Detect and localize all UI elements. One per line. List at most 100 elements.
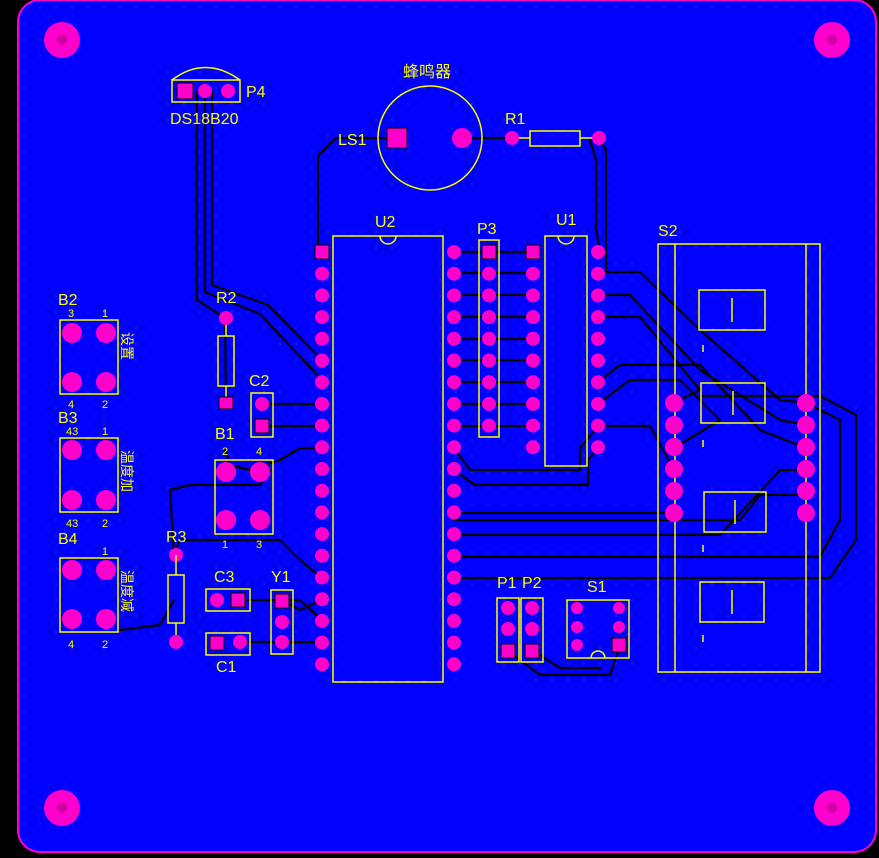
s2-pad <box>665 394 683 412</box>
component-s1[interactable]: S1 <box>566 579 630 659</box>
s2-pad <box>665 438 683 456</box>
u2-pad <box>447 396 461 411</box>
u1-label: U1 <box>556 212 577 229</box>
s2-pad <box>665 416 683 434</box>
p3-pad <box>482 375 496 390</box>
c1-label: C1 <box>216 659 237 676</box>
c2-label: C2 <box>249 373 270 390</box>
u2-pad <box>315 483 329 498</box>
svg-text:1: 1 <box>102 546 108 558</box>
u1-pad <box>591 245 605 259</box>
u2-pad <box>447 527 461 542</box>
u2-pad <box>315 331 329 346</box>
u1-pad <box>591 375 605 390</box>
u2-pad <box>315 505 329 520</box>
component-y1[interactable]: Y1 <box>270 569 294 655</box>
svg-text:1: 1 <box>222 539 228 551</box>
u2-pad <box>315 266 329 281</box>
p3-pad <box>482 396 496 411</box>
u1-pad <box>591 266 605 281</box>
u2-pad <box>315 288 329 303</box>
c3-label: C3 <box>214 569 235 586</box>
svg-text:43: 43 <box>66 426 78 438</box>
p4-label: P4 <box>246 84 266 101</box>
s2-pad <box>797 394 815 412</box>
r2-label: R2 <box>216 290 237 307</box>
svg-text:3: 3 <box>256 539 262 551</box>
u1-pad <box>525 244 541 260</box>
u1-pad <box>526 310 540 325</box>
u1-pad <box>591 288 605 303</box>
component-r3[interactable]: R3 <box>166 529 187 649</box>
p1-label: P1 <box>497 575 517 592</box>
u2-pad <box>315 527 329 542</box>
u1-pad <box>526 440 540 455</box>
u1-pad <box>591 418 605 433</box>
p3-pad <box>482 288 496 303</box>
u1-pad <box>526 418 540 433</box>
u1-pad <box>591 331 605 346</box>
u2-pad <box>447 592 461 607</box>
p2-label: P2 <box>522 575 542 592</box>
component-p4[interactable]: P4 DS18B20 <box>170 66 266 129</box>
u2-pad <box>315 396 329 411</box>
s2-pad <box>797 460 815 478</box>
component-r1[interactable]: R1 <box>505 111 606 147</box>
component-u2[interactable]: U2 <box>314 214 461 683</box>
p3-label: P3 <box>477 221 497 238</box>
u2-pad <box>447 505 461 520</box>
component-c2[interactable]: C2 <box>249 373 274 438</box>
p3-pad <box>481 244 497 260</box>
u2-label: U2 <box>375 214 396 231</box>
u2-pad <box>315 570 329 585</box>
svg-text:4: 4 <box>68 639 74 651</box>
svg-text:2: 2 <box>102 399 108 411</box>
b4-function-label: 温度减 <box>119 570 135 612</box>
component-b2[interactable]: B2 3 1 4 2 设置 <box>58 292 135 411</box>
u2-pad <box>447 440 461 455</box>
s2-pad <box>665 482 683 500</box>
p3-pad <box>482 266 496 281</box>
u1-pad <box>591 353 605 368</box>
u1-pad <box>526 288 540 303</box>
component-ls1[interactable]: 蜂鸣器 LS1 <box>338 63 483 191</box>
u1-pad <box>591 310 605 325</box>
component-p3[interactable]: P3 <box>477 221 500 438</box>
y1-label: Y1 <box>271 569 291 586</box>
component-r2[interactable]: R2 <box>216 290 237 410</box>
buzzer-label: 蜂鸣器 <box>403 63 451 81</box>
s2-pad <box>665 504 683 522</box>
traces <box>118 90 858 677</box>
b1-label: B1 <box>215 426 235 443</box>
u2-pad <box>315 353 329 368</box>
component-b1[interactable]: B1 2 4 1 3 <box>214 426 274 551</box>
u2-pad <box>315 548 329 563</box>
s2-pad <box>797 504 815 522</box>
p3-pad <box>482 353 496 368</box>
u2-pad <box>314 244 330 260</box>
u2-pad <box>447 266 461 281</box>
component-s2[interactable]: S2 <box>657 223 821 673</box>
mounting-holes <box>44 22 850 826</box>
component-u1[interactable]: U1 <box>525 212 605 467</box>
s2-label: S2 <box>658 223 678 240</box>
u1-pad <box>526 331 540 346</box>
u2-pad <box>447 548 461 563</box>
p3-pad <box>482 310 496 325</box>
u2-pad <box>447 462 461 476</box>
component-p2[interactable]: P2 <box>520 575 544 663</box>
u1-pad <box>526 353 540 368</box>
u2-pad <box>447 483 461 498</box>
component-p1[interactable]: P1 <box>496 575 520 663</box>
component-b3[interactable]: B3 43 1 43 2 温度加 <box>58 410 135 530</box>
board-grid <box>18 0 876 852</box>
u2-pad <box>447 418 461 433</box>
component-b4[interactable]: B4 1 4 2 温度减 <box>58 531 135 651</box>
s2-pad <box>797 416 815 434</box>
u2-pad <box>447 635 461 650</box>
component-c3[interactable]: C3 <box>205 569 251 612</box>
component-c1[interactable]: C1 <box>205 632 251 676</box>
svg-text:1: 1 <box>102 308 108 320</box>
u2-pad <box>315 440 329 455</box>
u2-pad <box>315 635 329 650</box>
